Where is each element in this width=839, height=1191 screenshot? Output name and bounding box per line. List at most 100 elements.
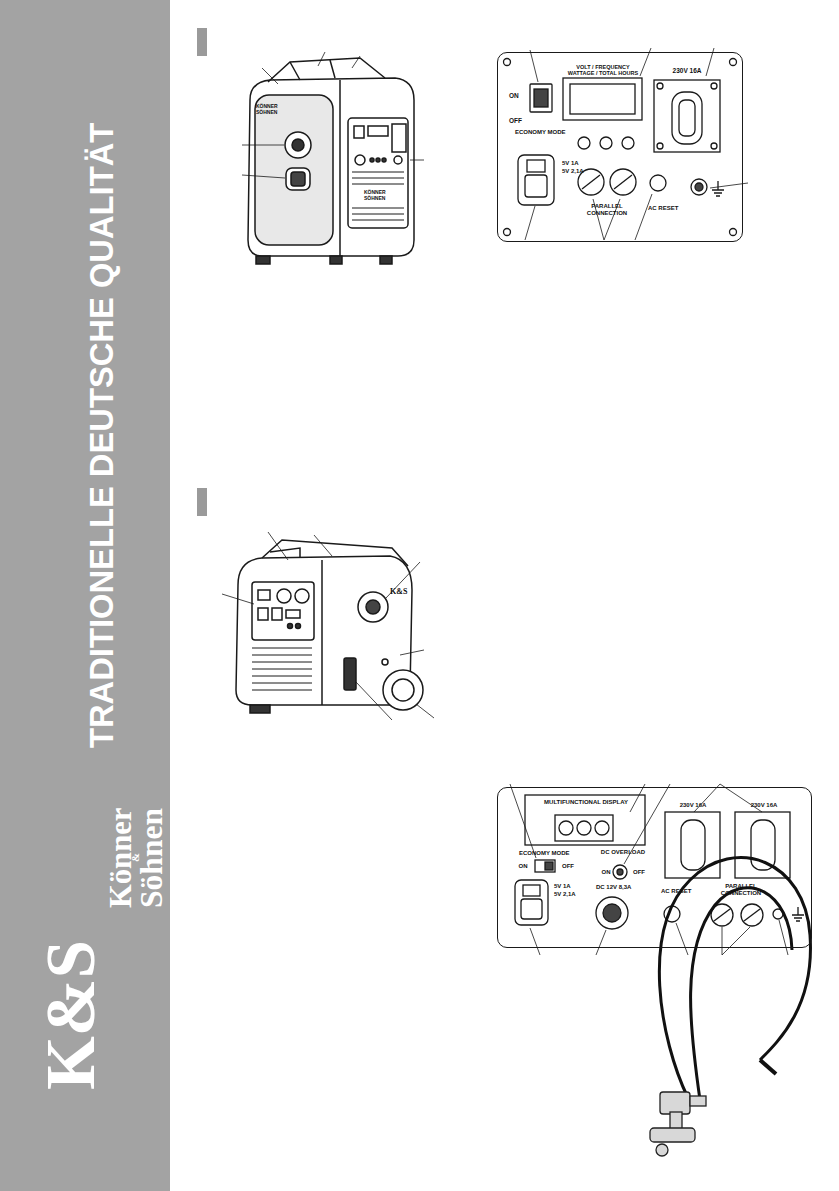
usb-label: 5V 2,1A [562, 168, 584, 175]
generator-drawing [268, 58, 385, 82]
leader-line [530, 928, 540, 955]
gas-regulator [650, 1092, 706, 1156]
control-panel-parts [523, 885, 540, 896]
control-panel-parts [741, 904, 763, 926]
control-panel-parts [559, 821, 573, 835]
generator-drawing [383, 670, 423, 710]
control-panel-parts [578, 137, 590, 149]
generator-drawing [285, 132, 311, 158]
generator-drawing [252, 648, 312, 690]
display-label: VOLT / FREQUENCY WATTAGE / TOTAL HOURS [565, 64, 641, 76]
leader-line [242, 145, 284, 146]
generator-drawing [258, 590, 270, 600]
leader-line [386, 562, 420, 598]
control-panel-parts [545, 862, 553, 870]
control-panel-parts [535, 860, 555, 872]
switch-label: OFF [509, 117, 522, 124]
brand-logo: KÖNNER SÖHNEN [364, 190, 398, 201]
usb-label: 5V 1A [554, 883, 571, 890]
control-panel-parts [650, 175, 666, 191]
generator-drawing [296, 624, 301, 629]
socket-label: 230V 16A [680, 802, 707, 809]
control-panel-parts [614, 175, 632, 189]
brand-logo: KÖNNER SÖHNEN [256, 104, 290, 115]
generator-drawing [376, 158, 380, 162]
leader-line [222, 594, 254, 604]
gas-hose [760, 1060, 776, 1074]
generator-drawing [348, 118, 408, 228]
section-marker [197, 28, 207, 516]
generator-drawing [288, 624, 293, 629]
control-panel-parts [582, 175, 600, 189]
control-panel-parts [744, 909, 760, 921]
generator-drawing [366, 600, 380, 614]
control-panel-parts [525, 175, 547, 197]
control-panel-parts [654, 80, 720, 152]
leader-line [630, 784, 645, 812]
generator-drawing [236, 540, 423, 713]
switch-label: ON [509, 92, 519, 99]
control-panel-parts [570, 84, 635, 114]
switch-label: ON [519, 863, 528, 870]
control-panel-parts [534, 89, 548, 107]
control-panel-parts [555, 815, 613, 841]
generator-drawing [248, 58, 414, 264]
leader-line [352, 56, 360, 68]
socket-label: 230V 16A [673, 67, 702, 74]
slogan: TRADITIONELLE DEUTSCHE QUALITÄT [86, 123, 119, 748]
control-panel-parts [596, 897, 628, 929]
generator-drawing [352, 172, 404, 220]
connector-label: PARALLEL CONNECTION [714, 883, 769, 896]
leader-line [525, 206, 535, 240]
control-panel-parts [600, 137, 612, 149]
control-panel-parts [617, 869, 623, 875]
switch-label: OFF [562, 863, 574, 870]
generator-drawing [354, 126, 364, 138]
control-panel-parts [735, 812, 790, 878]
generator-drawing [295, 589, 309, 603]
leader-line [318, 52, 325, 66]
control-panel-parts [672, 92, 702, 144]
control-panel-parts [518, 155, 554, 205]
gas-regulator [690, 1096, 706, 1106]
section-marker [197, 28, 207, 56]
display-label: MULTIFUNCTIONAL DISPLAY [544, 799, 628, 806]
control-panel-parts [563, 78, 642, 120]
control-panel-parts [577, 821, 591, 835]
leader-line [400, 650, 424, 655]
switch-label: OFF [633, 869, 645, 876]
logo-mark: K&S [36, 940, 105, 1090]
control-panel-parts [657, 83, 663, 89]
leader-line [596, 930, 606, 955]
generator-drawing [262, 540, 408, 566]
leader-line [635, 194, 652, 240]
leader-line [222, 532, 434, 720]
control-panel: ONOFFECONOMY MODEVOLT / FREQUENCY WATTAG… [497, 52, 743, 242]
leader-line [242, 175, 285, 178]
control-panel: MULTIFUNCTIONAL DISPLAYECONOMY MODEONOFF… [497, 787, 812, 948]
control-panel-parts [613, 865, 627, 879]
leader-line [525, 48, 748, 240]
control-panel-parts [530, 84, 552, 112]
control-panel-parts [603, 904, 621, 922]
control-panel-parts [730, 59, 737, 66]
usb-label: 5V 2,1A [554, 891, 576, 898]
button-label: AC RESET [648, 205, 678, 212]
generator-drawing [392, 124, 406, 152]
control-panel-parts [679, 100, 695, 136]
generator-drawing [355, 155, 365, 165]
control-panel-parts [712, 181, 724, 196]
brand-logo: K&S [390, 588, 407, 597]
generator-drawing [344, 658, 356, 690]
leader-line [242, 52, 424, 178]
generator-drawing [252, 582, 314, 640]
generator-drawing [290, 60, 335, 80]
leader-line [510, 784, 788, 955]
gas-hose [659, 858, 810, 1100]
generator-drawing [330, 256, 342, 264]
generator-drawing [255, 95, 333, 245]
control-panel-parts [504, 59, 511, 66]
control-panel-parts [657, 143, 663, 149]
control-panel-parts [527, 160, 545, 172]
control-panel-parts [792, 907, 804, 921]
